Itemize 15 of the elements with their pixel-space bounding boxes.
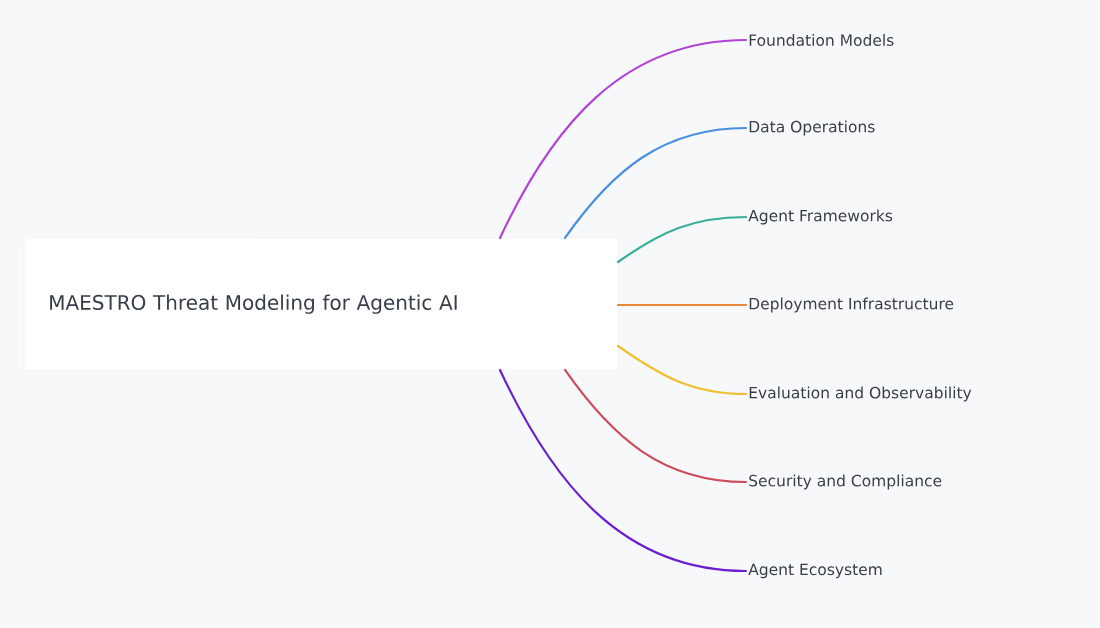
branch-curve bbox=[498, 38, 748, 240]
branch-curve bbox=[563, 126, 748, 240]
branch-label: Foundation Models bbox=[749, 34, 894, 46]
branch-curve bbox=[616, 344, 748, 396]
branch-label: Agent Ecosystem bbox=[748, 563, 882, 579]
branch-label: Security and Compliance bbox=[749, 474, 942, 490]
branch-label: Data Operations bbox=[749, 120, 875, 136]
branch-curve bbox=[616, 303, 748, 307]
branch-label: Deployment Infrastructure bbox=[749, 297, 954, 313]
topic-box: MAESTRO Threat Modeling for Agentic AI bbox=[24, 238, 619, 371]
branch-curve bbox=[563, 368, 748, 484]
branch-curve bbox=[616, 215, 748, 264]
branch-curve bbox=[498, 368, 748, 573]
branch-label: Agent Frameworks bbox=[748, 209, 893, 225]
branch-label: Evaluation and Observability bbox=[749, 386, 972, 402]
